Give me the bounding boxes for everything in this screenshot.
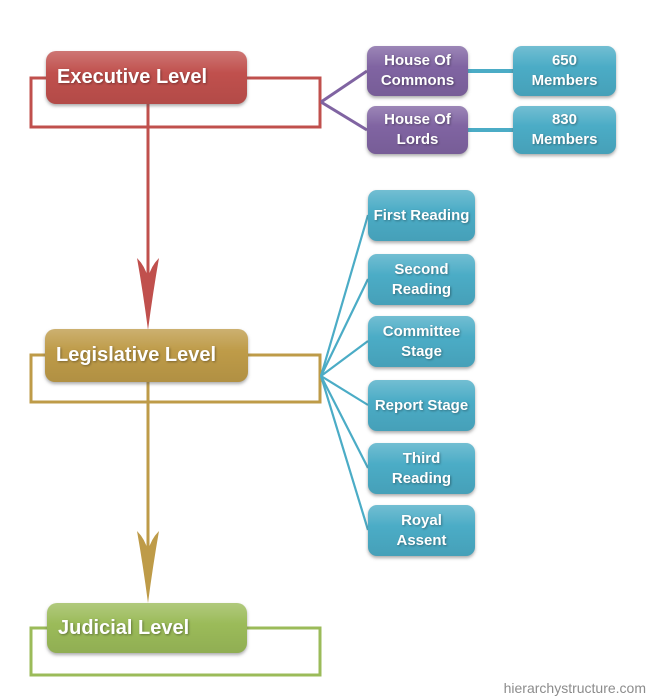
- stage-royal-assent-label: Royal Assent: [396, 511, 447, 549]
- stage-second-reading-label: Second Reading: [391, 260, 452, 298]
- executive-level-label: Executive Level: [57, 66, 208, 88]
- house-of-lords-label: House Of Lords: [384, 111, 451, 148]
- stage-third-reading-label: Third Reading: [391, 449, 452, 487]
- stage-report-stage-node: Report Stage: [368, 380, 475, 431]
- commons-members-label: 650 Members: [531, 52, 598, 89]
- watermark-text: hierarchystructure.com: [503, 680, 646, 696]
- connector-executive-commons: [320, 69, 368, 104]
- stage-committee-stage-label: Committee Stage: [382, 322, 461, 360]
- gold-arrowhead-icon: [137, 531, 159, 603]
- stage-third-reading-node: Third Reading: [368, 443, 475, 494]
- connector-legislative-first-reading: [319, 214, 370, 377]
- house-of-commons-label: House Of Commons: [380, 52, 455, 89]
- lords-members-node: 830 Members: [513, 106, 616, 154]
- legislative-level-label: Legislative Level: [56, 344, 217, 366]
- commons-members-node: 650 Members: [513, 46, 616, 96]
- connector-legislative-second-reading: [320, 278, 369, 377]
- house-of-lords-node: House Of Lords: [367, 106, 468, 154]
- connector-legislative-report-stage: [320, 375, 369, 406]
- stage-first-reading-node: First Reading: [368, 190, 475, 241]
- judicial-level-label: Judicial Level: [58, 616, 190, 639]
- connector-legislative-royal-assent: [319, 375, 370, 531]
- connector-legislative-committee-stage: [320, 340, 369, 377]
- judicial-level-node: Judicial Level: [47, 603, 247, 653]
- house-of-commons-node: House Of Commons: [367, 46, 468, 96]
- connector-legislative-third-reading: [320, 375, 369, 469]
- red-arrowhead-icon: [137, 258, 159, 330]
- stage-report-stage-label: Report Stage: [374, 396, 469, 414]
- stage-first-reading-label: First Reading: [373, 206, 470, 224]
- connector-executive-lords: [320, 100, 368, 132]
- legislative-level-node: Legislative Level: [45, 329, 248, 382]
- stage-royal-assent-node: Royal Assent: [368, 505, 475, 556]
- stage-second-reading-node: Second Reading: [368, 254, 475, 305]
- stage-committee-stage-node: Committee Stage: [368, 316, 475, 367]
- lords-members-label: 830 Members: [531, 111, 598, 148]
- executive-level-node: Executive Level: [46, 51, 247, 104]
